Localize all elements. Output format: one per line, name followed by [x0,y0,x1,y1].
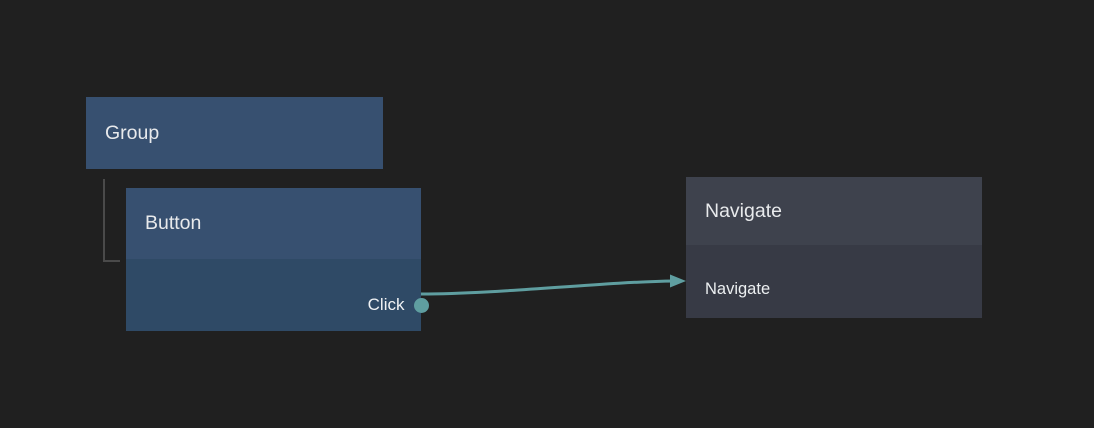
group-child-bracket-connector [103,179,120,262]
edge-click-to-navigate [419,279,676,296]
port-dot-click-icon[interactable] [413,297,429,313]
node-navigate-body: Navigate [686,245,982,318]
node-navigate-title: Navigate [705,199,782,222]
node-button-title: Button [145,212,202,234]
node-navigate[interactable]: Navigate Navigate [686,177,982,318]
node-group[interactable]: Group [86,97,383,169]
node-button-header[interactable]: Button [126,188,421,259]
node-group-title: Group [105,121,160,144]
edge-arrowhead-icon [670,274,686,288]
node-navigate-header[interactable]: Navigate [686,177,982,245]
port-row-click[interactable]: Click [367,295,429,315]
port-label-click: Click [367,295,405,314]
port-row-navigate[interactable]: Navigate [705,279,770,299]
node-button[interactable]: Button Click [126,188,429,331]
node-button-body: Click [126,259,429,331]
port-label-navigate: Navigate [705,279,771,298]
